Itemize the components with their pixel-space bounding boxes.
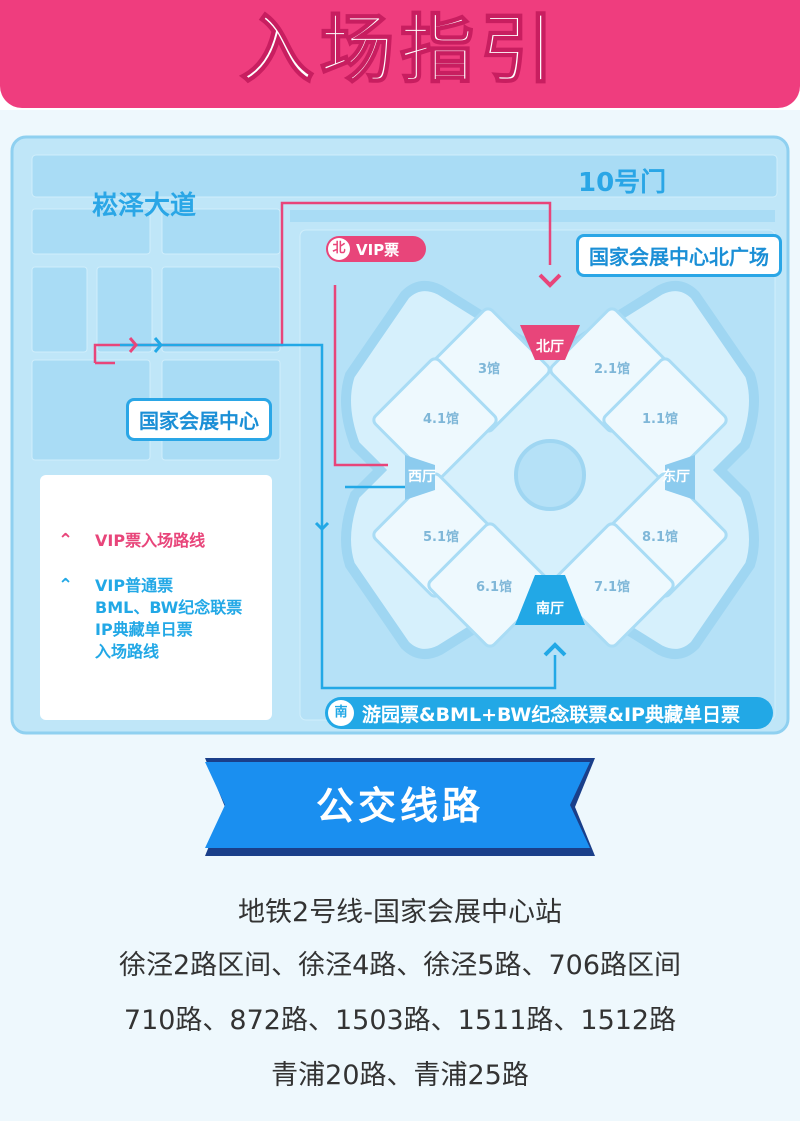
hall-label: 4.1馆 <box>423 412 460 427</box>
north-gate <box>520 325 580 360</box>
south-gate <box>515 575 585 625</box>
vip-badge-label: VIP票 <box>356 240 400 259</box>
hall-label: 7.1馆 <box>594 580 631 595</box>
legend-line: BML、BW纪念联票 <box>95 598 243 617</box>
hall-label: 2.1馆 <box>594 362 631 377</box>
legend: ⌃ VIP票入场路线 ⌃ VIP普通票 BML、BW纪念联票 IP典藏单日票 入… <box>40 475 272 720</box>
venue-map <box>10 135 790 735</box>
bus-route: 710路、872路、1503路、1511路、1512路 <box>123 1005 677 1036</box>
west-gate-label: 西厅 <box>408 469 436 485</box>
legend-general: VIP普通票 BML、BW纪念联票 IP典藏单日票 入场路线 <box>95 575 242 663</box>
bus-title: 公交线路 <box>315 784 484 828</box>
bus-route: 青浦20路、青浦25路 <box>271 1060 529 1091</box>
vip-arrow-icon <box>538 273 562 288</box>
road-top <box>31 154 778 198</box>
bus-banner <box>205 758 595 856</box>
legend-line: 入场路线 <box>95 642 160 661</box>
bus-route: 地铁2号线-国家会展中心站 <box>238 897 562 928</box>
north-gate-label: 北厅 <box>536 339 564 355</box>
hall-label: 1.1馆 <box>642 412 679 427</box>
general-route-line <box>120 343 557 690</box>
east-gate <box>665 455 695 500</box>
vip-chevron-icon: ⌃ <box>58 530 74 551</box>
hall-label: 3馆 <box>478 362 501 377</box>
bus-route: 徐泾2路区间、徐泾4路、徐泾5路、706路区间 <box>118 950 682 981</box>
north-plaza-bubble: 国家会展中心北广场 <box>576 234 782 277</box>
header-banner <box>0 0 800 108</box>
vip-route-line <box>93 201 552 363</box>
general-arrow-icon <box>543 642 567 657</box>
hall-label: 6.1馆 <box>476 580 513 595</box>
legend-line: VIP普通票 <box>95 576 174 595</box>
center-bubble: 国家会展中心 <box>126 398 272 441</box>
south-badge-label: 游园票&BML+BW纪念联票&IP典藏单日票 <box>362 703 740 726</box>
road-label: 崧泽大道 <box>92 191 197 221</box>
page-title: 入场指引 <box>239 6 560 94</box>
east-gate-label: 东厅 <box>662 469 690 485</box>
legend-line: IP典藏单日票 <box>95 620 193 639</box>
legend-vip: VIP票入场路线 <box>95 531 206 550</box>
south-icon: 南 <box>328 700 354 726</box>
hall-label: 8.1馆 <box>642 530 679 545</box>
west-gate <box>405 455 435 500</box>
south-gate-label: 南厅 <box>536 601 564 617</box>
central-hub <box>514 439 586 511</box>
vip-badge: 北 VIP票 <box>326 236 426 262</box>
north-icon: 北 <box>328 238 350 260</box>
south-badge: 南 游园票&BML+BW纪念联票&IP典藏单日票 <box>325 697 773 729</box>
general-chevron-icon: ⌃ <box>58 575 74 596</box>
hall-label: 5.1馆 <box>423 530 460 545</box>
gate-10-label: 10号门 <box>578 168 667 198</box>
